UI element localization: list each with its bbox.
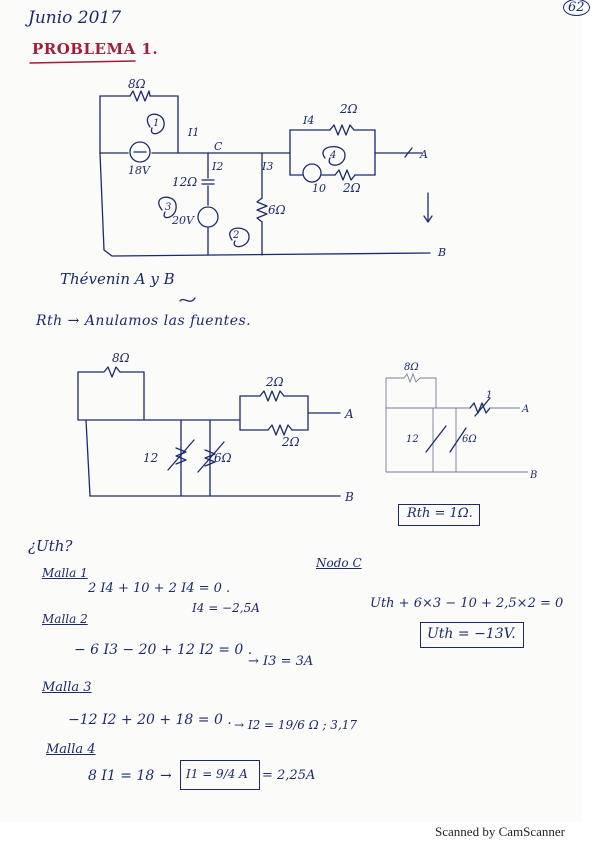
malla-4-fraction: I1 = 9/4 A [186,767,248,781]
c3-r6: 6Ω [462,434,477,445]
malla-1-result: I4 = −2,5A [192,601,260,615]
c1-r2-bottom: 2Ω [342,181,361,195]
c1-r12: 12Ω [172,175,197,189]
rth-result: Rth = 1Ω. [407,506,473,521]
c1-mesh2: 2 [232,230,239,241]
c1-v18: 18V [128,164,151,177]
scanner-watermark: Scanned by CamScanner [435,824,565,839]
thevenin-heading: Thévenin A y B [60,270,175,288]
c1-r8: 8Ω [128,77,146,91]
i1-result-box: I1 = 9/4 A [180,760,260,790]
c3-r12: 12 [406,434,419,445]
c3-r8: 8Ω [404,362,419,373]
c1-term-a: A [419,148,428,161]
c1-r6: 6Ω [268,203,286,217]
c1-v10: 10 [312,182,326,195]
uth-result: Uth = −13V. [427,626,516,642]
malla-4-label: Malla 4 [46,742,96,757]
c2-term-b: B [344,490,354,504]
c3-term-b: B [529,470,537,481]
malla-2-eq: − 6 I3 − 20 + 12 I2 = 0 . [74,642,253,658]
c1-r2-top: 2Ω [339,102,358,116]
uth-heading: ¿Uth? [28,537,73,555]
malla-3-result: → I2 = 19/6 Ω ; 3,17 [234,718,358,732]
c1-mesh4: 4 [329,150,336,161]
rth-statement: Rth → Anulamos las fuentes. [36,313,252,329]
c1-i3: I3 [261,160,273,173]
malla-4-arrow: → [160,768,172,784]
page-margin [582,0,599,822]
malla-2-label: Malla 2 [42,612,88,626]
malla-4-eq: 8 I1 = 18 [88,768,155,784]
c2-r2-bottom: 2Ω [281,435,300,449]
c2-r6: 6Ω [214,451,232,465]
c1-term-b: B [437,246,446,259]
uth-result-box: Uth = −13V. [420,622,524,648]
circuit-1 [99,90,433,257]
c1-node-c: C [214,140,223,153]
malla-3-label: Malla 3 [42,680,92,695]
malla-2-result: → I3 = 3A [248,654,314,669]
page-number: 62 [563,0,590,16]
malla-1-label: Malla 1 [42,566,88,580]
c2-term-a: A [344,407,354,421]
nodo-c-label: Nodo C [316,556,362,570]
rth-result-box: Rth = 1Ω. [398,504,480,526]
c3-r1: 1 [486,390,492,401]
c1-i1: I1 [187,126,199,139]
problem-title: PROBLEMA 1. [32,40,159,58]
c3-term-a: A [521,404,529,415]
circuit-2 [77,366,341,497]
c1-mesh3: 3 [165,202,171,213]
nodo-c-equation: Uth + 6×3 − 10 + 2,5×2 = 0 [370,596,564,611]
circuit-3 [385,372,528,473]
date-text: Junio 2017 [28,8,122,28]
c1-v20: 20V [171,214,195,227]
c2-r2-top: 2Ω [265,375,284,389]
c2-r12: 12 [143,451,158,465]
malla-1-eq: 2 I4 + 10 + 2 I4 = 0 . [88,581,231,596]
malla-4-decimal: = 2,25A [262,768,316,783]
malla-3-eq: −12 I2 + 20 + 18 = 0 . [68,712,232,728]
c1-mesh1: 1 [153,118,159,129]
c1-i4: I4 [302,114,314,127]
c1-i2: I2 [211,160,223,173]
c2-r8: 8Ω [112,351,130,365]
